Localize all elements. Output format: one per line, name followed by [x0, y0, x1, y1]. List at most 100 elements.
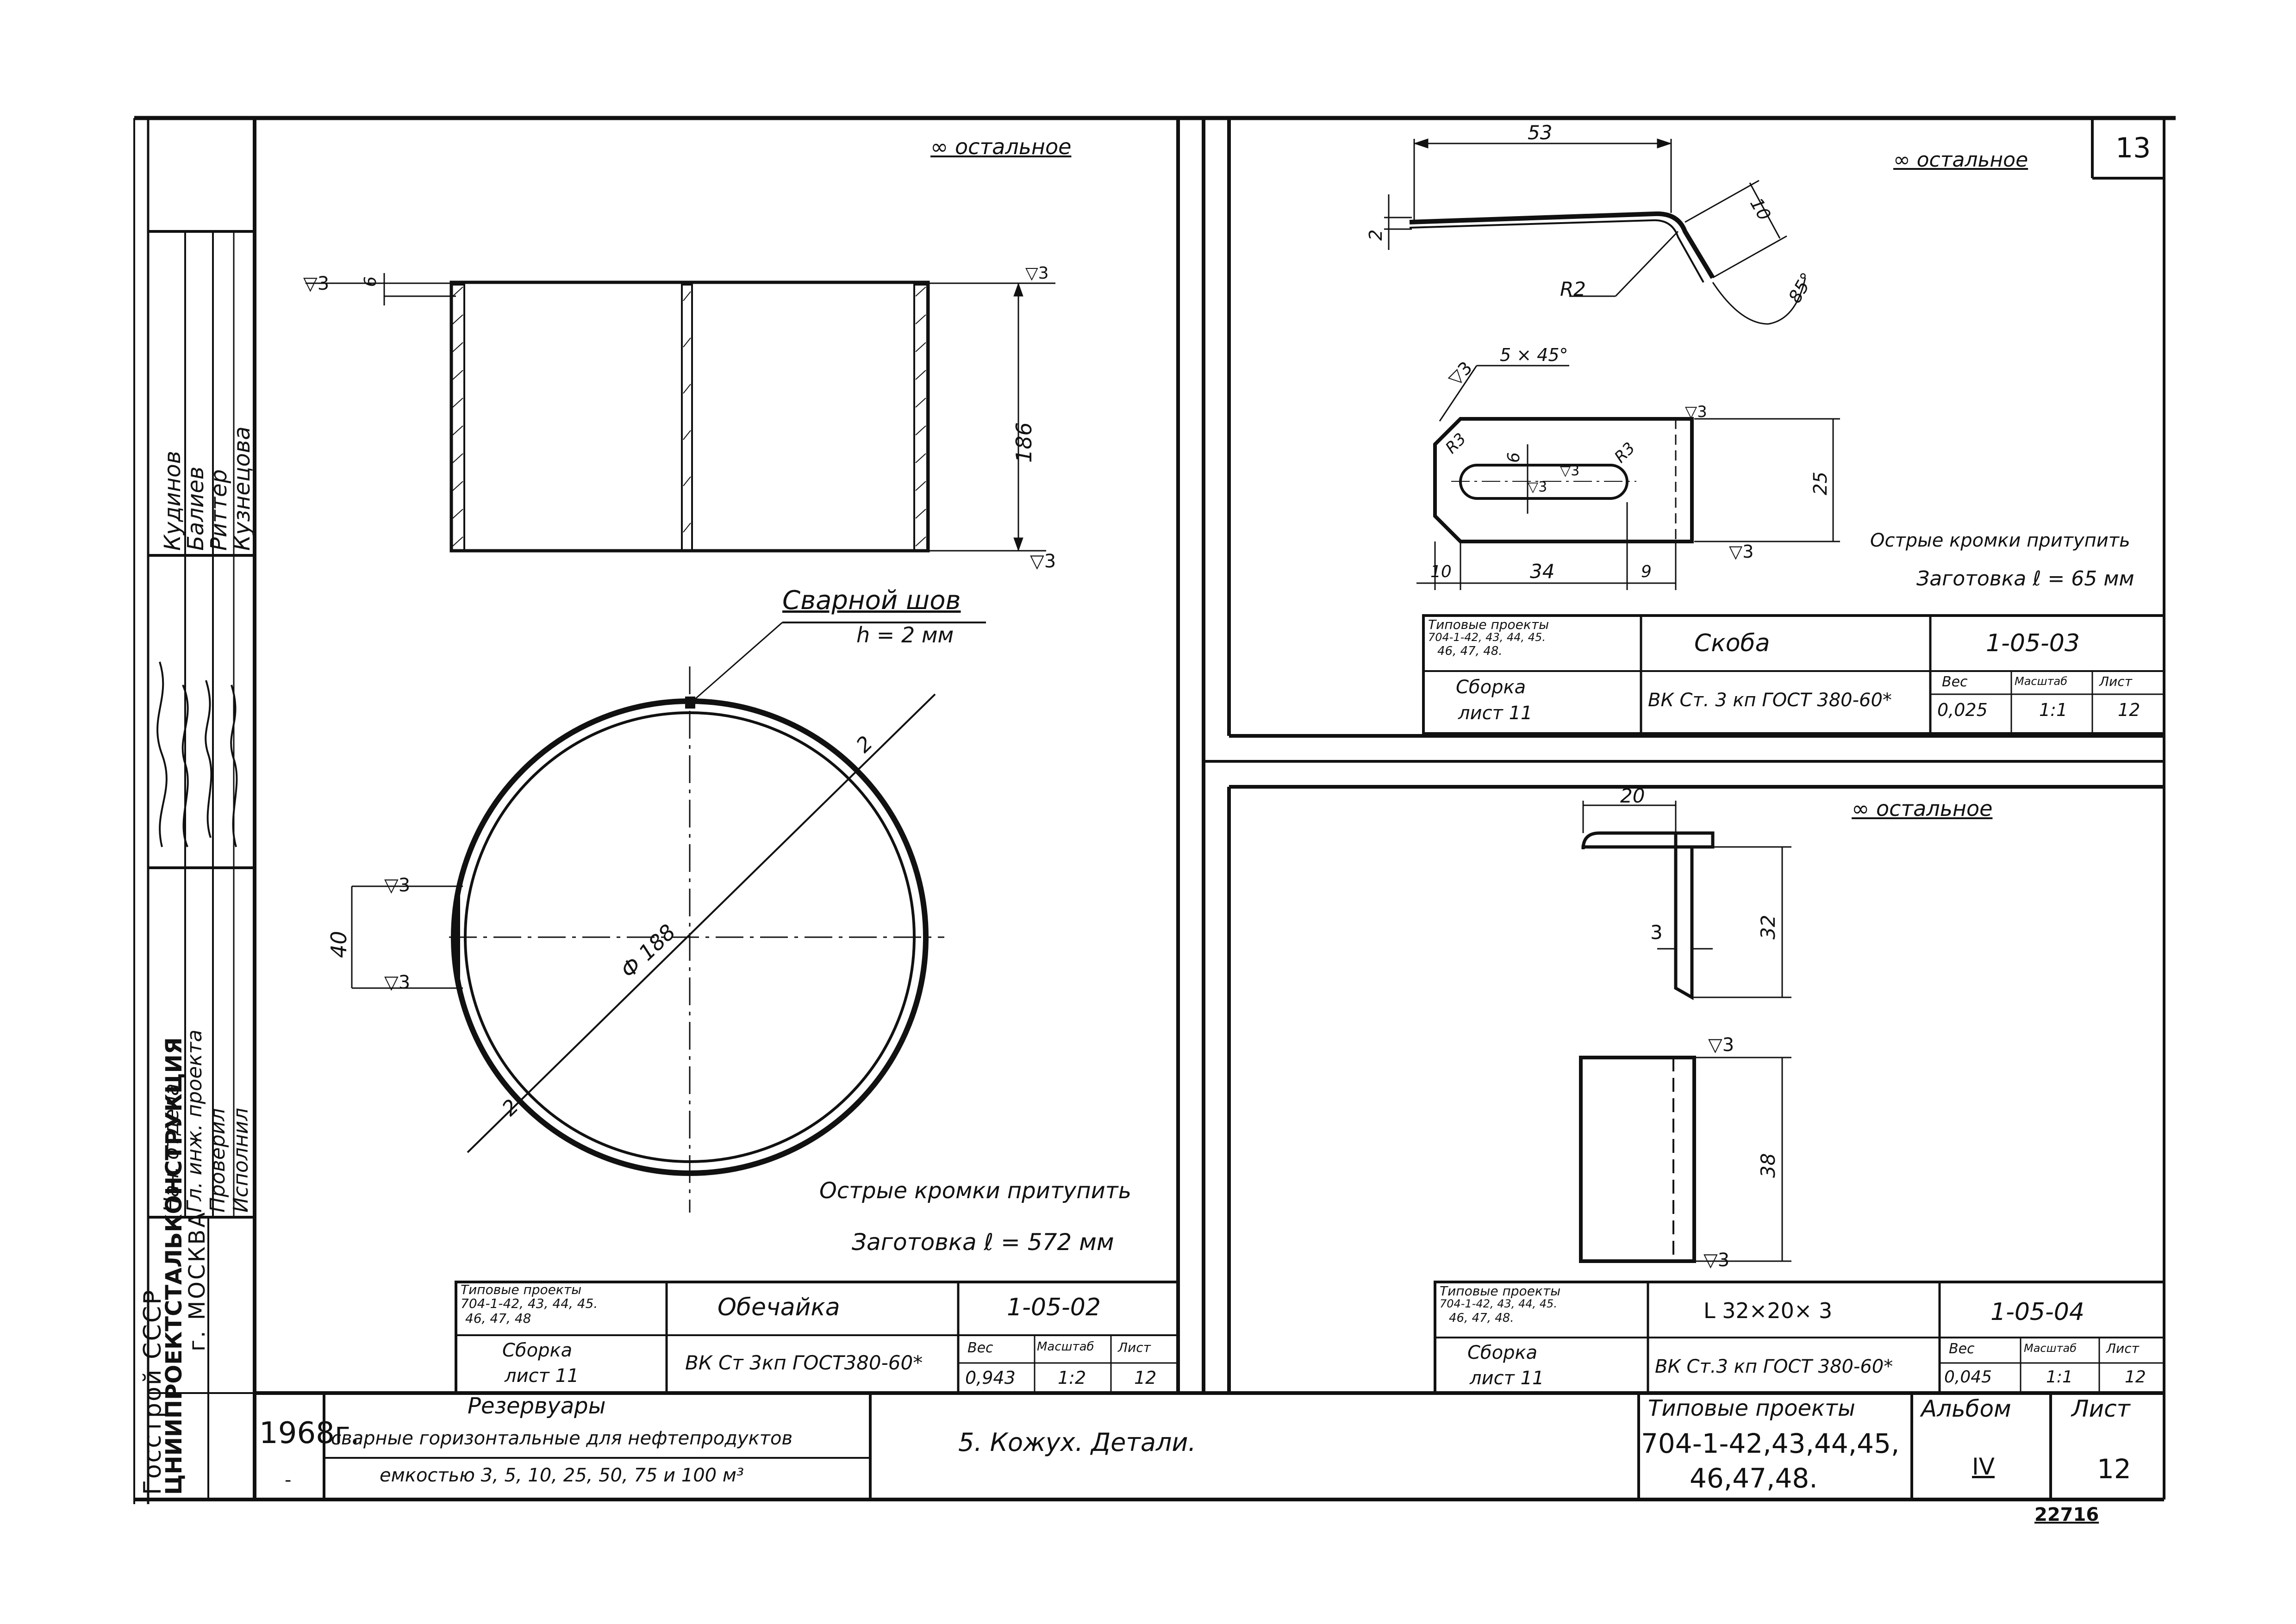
bracket-dim-53: 53	[1528, 121, 1553, 144]
role-gip: Гл. инж. проекта	[183, 1029, 206, 1213]
stamp-scale-label: Масштаб	[1037, 1340, 1094, 1354]
name-kudinov: Кудинов	[160, 451, 186, 551]
bracket-dim-2: 2	[1366, 229, 1386, 241]
stamp-sheet-label: Лист	[2106, 1341, 2139, 1356]
stamp-sheet: 12	[2125, 1368, 2146, 1387]
title-dash: -	[285, 1469, 292, 1491]
bracket-blank-length: Заготовка ℓ = 65 мм	[1916, 567, 2134, 591]
org-city: г. МОСКВА	[184, 1210, 210, 1351]
signatures	[156, 661, 238, 847]
album-label: Альбом	[1921, 1395, 2011, 1422]
surface-mark: ▽3	[1708, 1034, 1734, 1056]
role-executed: Исполнил	[229, 1108, 253, 1213]
surface-mark: ▽3	[1528, 479, 1547, 495]
stamp-part-name: Скоба	[1694, 629, 1770, 657]
angle-dim-32: 32	[1757, 915, 1779, 940]
bracket-dim-9: 9	[1641, 562, 1652, 581]
stamp-assembly: Сборка	[502, 1340, 573, 1361]
surface-mark: ▽3	[384, 972, 411, 993]
surface-mark: ▽3	[1685, 403, 1707, 421]
stamp-projects-label: Типовые проекты	[1440, 1283, 1561, 1299]
shell-note-edges: Острые кромки притупить	[819, 1178, 1132, 1204]
stamp-sheet: 12	[1134, 1368, 1157, 1388]
surface-mark: ▽3	[384, 875, 411, 896]
stamp-projects-numbers2: 46, 47, 48.	[1449, 1311, 1514, 1325]
bracket-note-edges: Острые кромки притупить	[1870, 530, 2130, 551]
sheet-title: 5. Кожух. Детали.	[958, 1428, 1196, 1457]
stamp-scale: 1:1	[2046, 1368, 2073, 1387]
bracket-note-rest: ∞ остальное	[1893, 148, 2028, 172]
bracket-drawing	[1384, 138, 1840, 590]
stamp-projects-numbers: 704-1-42, 43, 44, 45.	[1440, 1297, 1557, 1310]
stamp-assembly-sheet: лист 11	[1470, 1368, 1544, 1389]
bracket-dim-10b: 10	[1430, 562, 1452, 581]
surface-mark: ▽3	[1560, 463, 1580, 479]
bracket-dim-6: 6	[1504, 452, 1523, 463]
title-line-1: Резервуары	[468, 1393, 606, 1419]
stamp-weight-label: Вес	[967, 1340, 993, 1356]
stamp-projects-label: Типовые проекты	[461, 1282, 582, 1297]
stamp-part-code: 1-05-02	[1007, 1294, 1101, 1321]
title-year: 1968г.	[259, 1416, 360, 1450]
role-checked: Проверил	[206, 1108, 230, 1213]
angle-drawing	[1579, 801, 1791, 1263]
stamp-sheet-label: Лист	[2099, 674, 2132, 689]
shell-note-rest: ∞ остальное	[930, 134, 1072, 159]
bracket-dim-34: 34	[1530, 560, 1555, 583]
stamp-material: ВК Ст 3кп ГОСТ380-60*	[685, 1351, 923, 1374]
stamp-part-name: Обечайка	[718, 1294, 840, 1321]
stamp-weight: 0,025	[1937, 700, 1988, 720]
angle-note-rest: ∞ остальное	[1852, 796, 1993, 821]
stamp-scale-label: Масштаб	[2015, 675, 2068, 688]
stamp-part-code: 1-05-04	[1990, 1298, 2084, 1326]
stamp-part-code: 1-05-03	[1986, 629, 2080, 657]
surface-mark: ▽3	[1030, 551, 1056, 572]
stamp-projects-label: Типовые проекты	[1428, 617, 1549, 632]
stamp-weight-label: Вес	[1949, 1341, 1975, 1357]
stamp-assembly: Сборка	[1456, 677, 1526, 698]
stamp-scale: 1:2	[1058, 1368, 1086, 1388]
archive-number: 22716	[2034, 1504, 2099, 1525]
title-projects-numbers2: 46,47,48.	[1690, 1462, 1818, 1494]
stamp-projects-numbers2: 46, 47, 48.	[1437, 644, 1503, 658]
name-kuznetsova: Кузнецова	[229, 426, 255, 551]
shell-dim-40: 40	[326, 931, 351, 958]
title-line-3: емкостью 3, 5, 10, 25, 50, 75 и 100 м³	[380, 1465, 744, 1486]
stamp-sheet-label: Лист	[1118, 1340, 1151, 1355]
shell-dim-6: 6	[361, 276, 380, 287]
surface-mark: ▽3	[1703, 1250, 1730, 1271]
shell-blank-length: Заготовка ℓ = 572 мм	[852, 1229, 1114, 1256]
stamp-scale-label: Масштаб	[2024, 1342, 2077, 1355]
angle-dim-38: 38	[1757, 1153, 1779, 1178]
album-value: IV	[1972, 1453, 1995, 1480]
sheet-13-number: 13	[2115, 132, 2151, 164]
angle-dim-20: 20	[1620, 784, 1645, 807]
weld-label: Сварной шов	[782, 585, 961, 616]
shell-drawing	[306, 273, 1055, 1213]
title-sheet-value: 12	[2097, 1453, 2131, 1485]
weld-height: h = 2 мм	[856, 622, 954, 647]
title-projects-numbers: 704-1-42,43,44,45,	[1641, 1428, 1900, 1459]
name-ritter: Риттер	[206, 469, 232, 551]
name-baliev: Балиев	[183, 466, 209, 551]
stamp-weight: 0,045	[1944, 1368, 1992, 1387]
stamp-assembly-sheet: лист 11	[505, 1365, 579, 1387]
stamp-weight: 0,943	[965, 1368, 1016, 1388]
stamp-projects-numbers: 704-1-42, 43, 44, 45.	[461, 1296, 598, 1311]
bracket-chamfer: 5 × 45°	[1500, 345, 1568, 365]
title-line-2: сварные горизонтальные для нефтепродукто…	[331, 1428, 793, 1449]
stamp-part-name: L 32×20× 3	[1703, 1298, 1833, 1323]
title-sheet-label: Лист	[2071, 1395, 2130, 1422]
role-chief: Нач. отдела	[160, 1083, 183, 1213]
stamp-projects-numbers2: 46, 47, 48	[465, 1311, 531, 1326]
angle-dim-3: 3	[1650, 921, 1663, 944]
stamp-projects-numbers: 704-1-42, 43, 44, 45.	[1428, 631, 1546, 644]
stamp-weight-label: Вес	[1942, 674, 1968, 690]
stamp-material: ВК Ст. 3 кп ГОСТ 380-60*	[1648, 690, 1892, 711]
stamp-assembly: Сборка	[1467, 1342, 1538, 1363]
surface-mark: ▽3	[303, 273, 330, 294]
stamp-assembly-sheet: лист 11	[1458, 703, 1533, 724]
surface-mark: ▽3	[1729, 541, 1754, 562]
shell-dim-height: 186	[1011, 422, 1036, 463]
surface-mark: ▽3	[1025, 264, 1049, 283]
